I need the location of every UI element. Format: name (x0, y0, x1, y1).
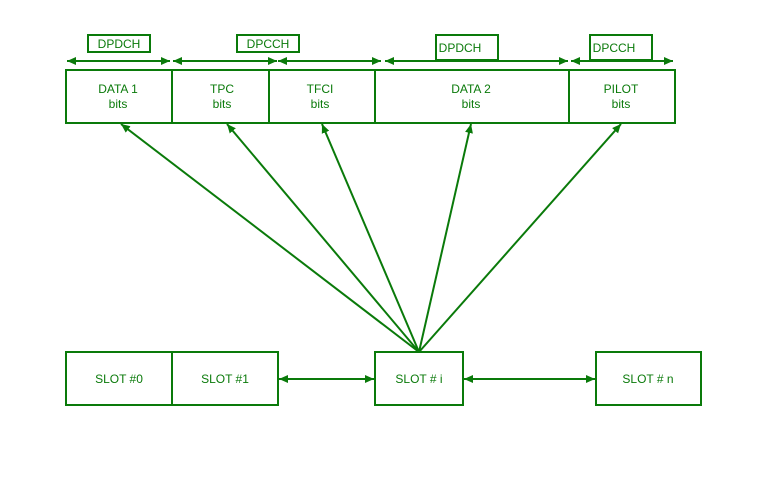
channel-label-dpcch-1: DPCCH (236, 34, 300, 53)
slot-label: SLOT # i (395, 372, 442, 386)
field-pilot: PILOT bits (568, 69, 676, 124)
field-data2: DATA 2 bits (374, 69, 570, 124)
field-unit: bits (612, 97, 631, 111)
field-name: DATA 2 (451, 82, 491, 96)
field-name: DATA 1 (98, 82, 138, 96)
channel-label-dpdch-2: DPDCH (435, 34, 499, 61)
slot-i: SLOT # i (374, 351, 464, 406)
channel-label-text: DPCCH (593, 41, 636, 55)
field-name: PILOT (604, 82, 639, 96)
slot-label: SLOT #1 (201, 372, 249, 386)
slot-1: SLOT #1 (171, 351, 279, 406)
slot-label: SLOT #0 (95, 372, 143, 386)
field-data1: DATA 1 bits (65, 69, 173, 124)
fanout-arrow-pilot (418, 123, 622, 353)
channel-label-dpcch-2: DPCCH (589, 34, 653, 61)
fanout-arrow-data2 (418, 123, 473, 353)
field-name: TPC (210, 82, 234, 96)
fanout-arrow-tfci (321, 123, 420, 353)
slot-0: SLOT #0 (65, 351, 173, 406)
channel-label-text: DPCCH (247, 37, 290, 51)
field-tfci: TFCI bits (268, 69, 376, 124)
field-tpc: TPC bits (171, 69, 270, 124)
field-unit: bits (109, 97, 128, 111)
channel-label-text: DPDCH (98, 37, 141, 51)
channel-label-text: DPDCH (439, 41, 482, 55)
slot-n: SLOT # n (595, 351, 702, 406)
field-unit: bits (213, 97, 232, 111)
field-unit: bits (462, 97, 481, 111)
field-unit: bits (311, 97, 330, 111)
fanout-arrow-data1 (120, 123, 420, 353)
field-name: TFCI (307, 82, 334, 96)
fanout-arrow-tpc (226, 123, 420, 353)
channel-label-dpdch-1: DPDCH (87, 34, 151, 53)
slot-label: SLOT # n (622, 372, 673, 386)
